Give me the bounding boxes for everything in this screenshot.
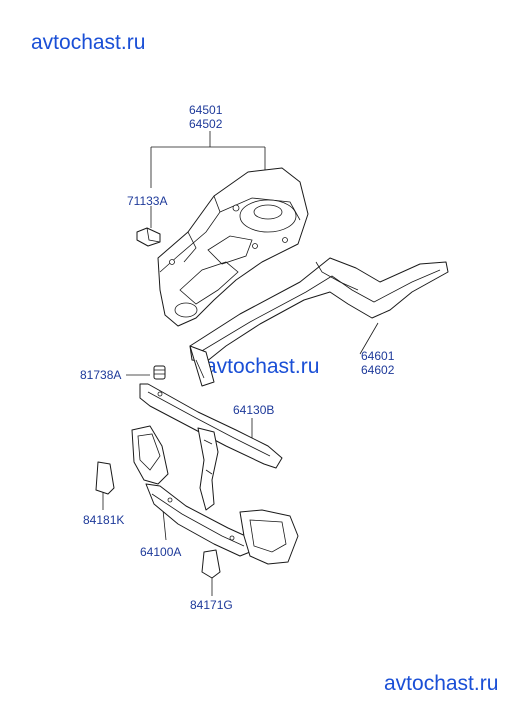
- label-bracket: 71133A: [127, 194, 168, 208]
- left-pad-part: [95, 461, 115, 495]
- label-carrier: 64100A: [140, 545, 182, 559]
- watermark-middle: avtochast.ru: [205, 355, 320, 378]
- hood-latch-support-part: [197, 427, 219, 511]
- label-upper-member: 64130B: [233, 403, 275, 417]
- upper-member-part: [139, 383, 283, 469]
- label-right-pad: 84171G: [190, 598, 233, 612]
- bumper-stop-part: [153, 365, 166, 380]
- leader-side-member: [359, 322, 379, 355]
- label-bumper-stop: 81738A: [80, 368, 122, 382]
- radiator-carrier-part: [131, 425, 299, 565]
- label-side-member: 64601 64602: [361, 349, 394, 377]
- label-left-pad: 84181K: [83, 513, 125, 527]
- watermark-bottom: avtochast.ru: [384, 672, 499, 695]
- label-side-member-code-a: 64601: [361, 349, 395, 363]
- right-pad-part: [201, 549, 221, 579]
- watermark-top: avtochast.ru: [31, 31, 146, 54]
- label-fender-apron-code-a: 64501: [189, 103, 223, 117]
- bracket-part: [136, 227, 161, 247]
- side-member-part: [189, 257, 449, 387]
- fender-apron-part: [157, 167, 309, 327]
- label-fender-apron-code-b: 64502: [189, 117, 223, 131]
- label-side-member-code-b: 64602: [361, 363, 395, 377]
- leader-fender-apron: [150, 131, 266, 188]
- label-fender-apron: 64501 64502: [189, 103, 222, 131]
